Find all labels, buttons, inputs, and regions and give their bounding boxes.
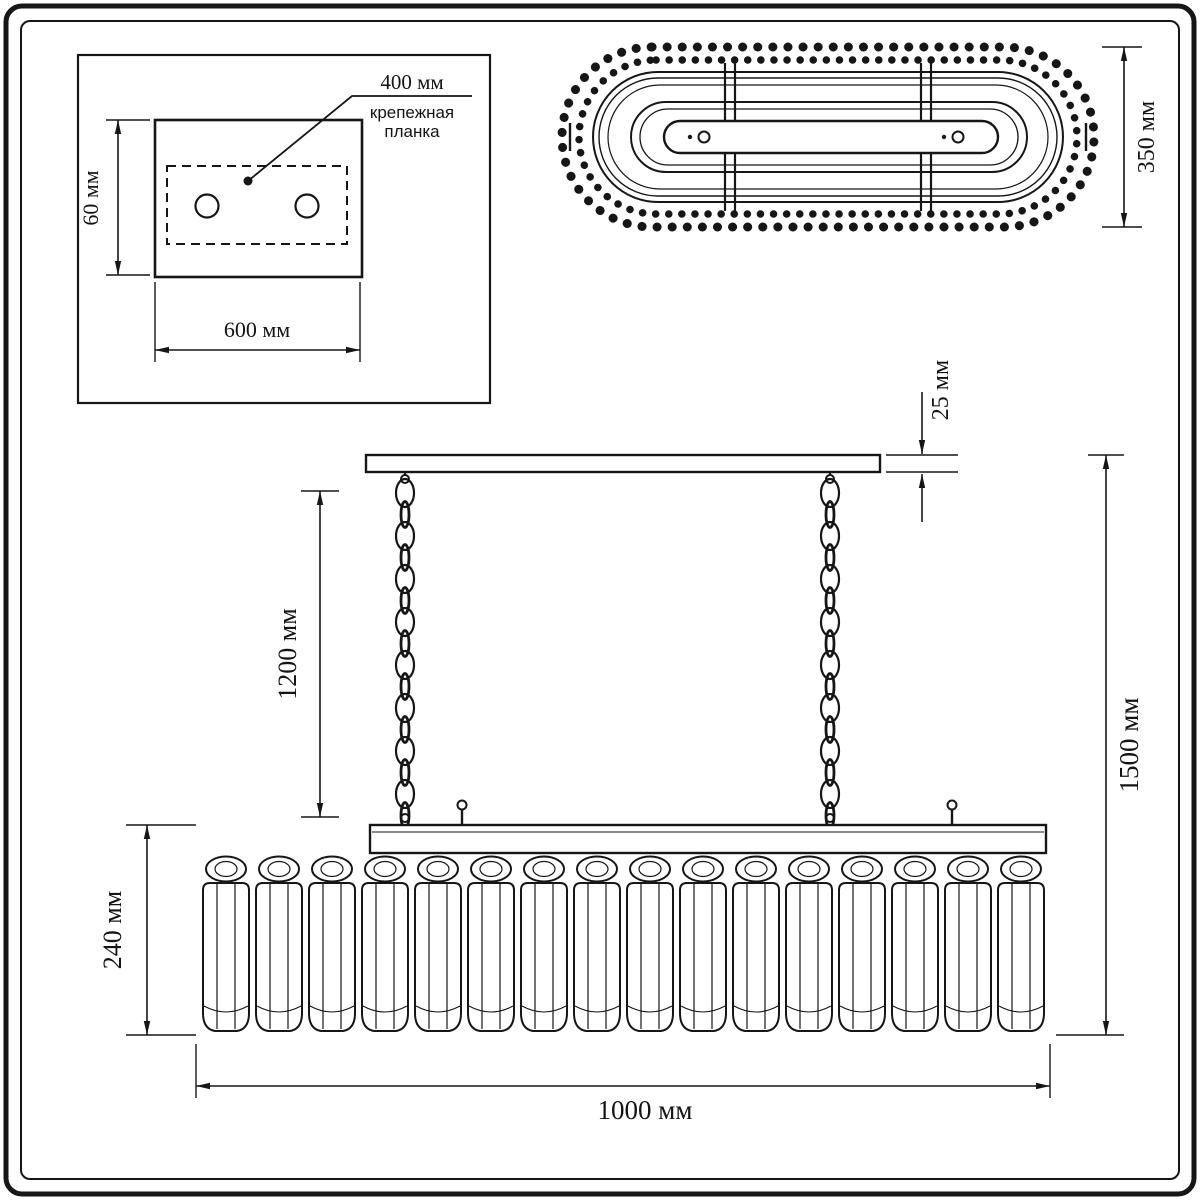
crystal-prism <box>520 855 568 1032</box>
body-height-label: 240 мм <box>98 891 127 969</box>
chain-link <box>394 563 416 615</box>
outer-frame <box>3 3 1197 1197</box>
hole-spacing-label: 400 мм <box>380 70 443 94</box>
crystal-prism <box>732 855 780 1032</box>
screw-dot-left <box>687 134 693 140</box>
body-frame-bar <box>368 823 1048 855</box>
chain-right <box>819 477 841 830</box>
screw-left <box>697 130 711 144</box>
crystal-prism <box>626 855 674 1032</box>
chain-link <box>394 735 416 787</box>
rim-outline-1 <box>592 71 1064 203</box>
chain-length-label: 1200 мм <box>273 608 302 699</box>
crystal-row <box>202 855 1045 1032</box>
chain-link <box>819 649 841 701</box>
top-view-depth-label: 350 мм <box>1134 101 1160 173</box>
crystal-bead-ring-inner <box>575 56 1081 218</box>
mounting-bar <box>662 119 1000 155</box>
crystal-prism <box>414 855 462 1032</box>
crystal-prism <box>308 855 356 1032</box>
dim-total-height: 1500 мм <box>1056 454 1144 1036</box>
bracket-label-line1: крепежная <box>370 103 454 122</box>
lower-hook-right <box>825 813 835 823</box>
crystal-prism <box>997 855 1045 1032</box>
crystal-prism <box>573 855 621 1032</box>
mounting-hole-left <box>194 193 220 219</box>
crystal-prism <box>785 855 833 1032</box>
dim-plate-width: 600 мм <box>154 282 361 362</box>
ceiling-plate <box>364 453 882 474</box>
chain-link <box>394 692 416 744</box>
hook-ring-left <box>400 474 410 484</box>
top-view: 350 мм <box>557 42 1160 232</box>
finial-ball-left <box>456 799 468 811</box>
crystal-prism <box>944 855 992 1032</box>
canopy-thickness-label: 25 мм <box>928 360 954 420</box>
inner-rim-outline-1 <box>630 101 1028 173</box>
total-height-label: 1500 мм <box>1114 698 1144 793</box>
plate-height-label: 60 мм <box>78 170 103 225</box>
inner-rim-outline-2 <box>639 108 1019 166</box>
mounting-plate-outline <box>153 118 364 279</box>
chain-link <box>819 520 841 572</box>
chain-link <box>394 649 416 701</box>
chain-link <box>819 477 841 529</box>
dim-top-view-depth: 350 мм <box>1102 46 1160 228</box>
chain-left <box>394 477 416 830</box>
chain-link <box>394 477 416 529</box>
screw-dot-right <box>941 134 947 140</box>
dim-chain-length: 1200 мм <box>273 490 339 818</box>
rim-outline-2 <box>598 77 1058 197</box>
crystal-prism <box>891 855 939 1032</box>
mounting-plate-detail: 400 мм крепежная планка 60 мм 600 мм <box>76 53 492 405</box>
mounting-plate-dashed-outline <box>166 165 348 245</box>
front-view: 25 мм 1200 мм 240 мм 1000 мм <box>98 360 1144 1125</box>
bracket-label-line2: планка <box>384 122 440 141</box>
crystal-prism <box>467 855 515 1032</box>
dim-plate-height: 60 мм <box>78 119 150 276</box>
chain-link <box>394 520 416 572</box>
chain-link <box>819 692 841 744</box>
finial-ball-right <box>946 799 958 811</box>
screw-right <box>951 130 965 144</box>
chain-link <box>819 735 841 787</box>
body-width-label: 1000 мм <box>598 1095 693 1125</box>
plate-width-label: 600 мм <box>224 317 290 342</box>
mounting-hole-right <box>294 193 320 219</box>
crystal-prism <box>838 855 886 1032</box>
lower-hook-left <box>400 813 410 823</box>
dim-body-width: 1000 мм <box>195 1044 1051 1125</box>
crystal-prism <box>202 855 250 1032</box>
dim-body-height: 240 мм <box>98 824 196 1036</box>
crystal-prism <box>255 855 303 1032</box>
chain-link <box>819 606 841 658</box>
hook-ring-right <box>825 474 835 484</box>
dim-canopy-thickness: 25 мм <box>886 360 958 522</box>
crystal-bead-ring-outer <box>557 42 1099 232</box>
rim-outline-3 <box>607 84 1049 190</box>
crystal-prism <box>361 855 409 1032</box>
detail-box <box>76 53 492 405</box>
chain-link <box>819 563 841 615</box>
inner-frame <box>20 20 1180 1180</box>
chain-link <box>394 606 416 658</box>
leader-line <box>247 95 472 182</box>
crystal-prism <box>679 855 727 1032</box>
